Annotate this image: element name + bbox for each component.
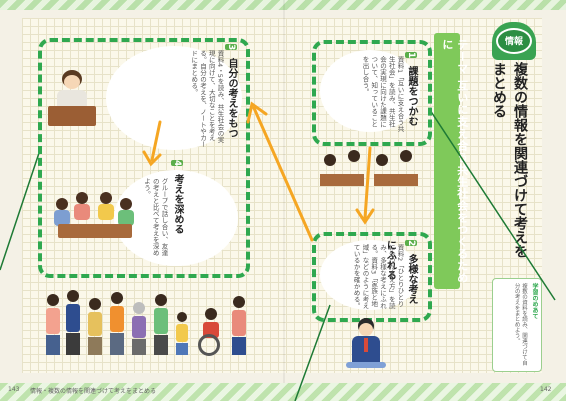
side-note-body: 複数の資料を読み、関連づけて自分の考えをまとめよう。 (513, 283, 527, 366)
step1-body: 資料1「互いに支え合う共生社会」を読み、共生社会の実現に向けた課題について、知っ… (360, 56, 404, 132)
step4-heading: 4 考えを深める (171, 160, 183, 235)
top-stripe (0, 0, 566, 10)
chapter-tab-label: 情報 (504, 37, 523, 47)
page-gutter (283, 0, 285, 401)
side-note-label: 学習のめあて (531, 283, 538, 319)
left-page-caption: 情報・複数の情報を関連づけて考えをまとめる (30, 388, 157, 395)
chapter-tab-badge: 情報 (492, 22, 536, 60)
speaker-illustration (346, 318, 386, 370)
side-note-box: 学習のめあて 複数の資料を読み、関連づけて自分の考えをまとめよう。 (492, 278, 542, 372)
step1-heading: 1 課題をつかむ (405, 52, 417, 127)
classroom-illustration (318, 150, 422, 198)
step3-4-box: 3 自分の考えをもつ 資料4・5を読み、共生社会の実現に向けて、大切なことを考え… (38, 38, 250, 278)
step2-body: 資料2「ひとりひとりに合った支え方」を読み、多様な考えにふれる。資料3「家族と地… (352, 244, 404, 309)
step2-box: 2 多様な考えにふれる 資料2「ひとりひとりに合った支え方」を読み、多様な考えに… (312, 232, 432, 322)
step4-body: グループで話し合い、友達の考えと比べて考えを深めよう。 (142, 178, 168, 256)
teacher-illustration (48, 70, 96, 130)
page-title: 複数の情報を関連づけて考えをまとめる (491, 62, 528, 258)
diverse-people-illustration (46, 288, 254, 358)
step3-heading: 3 自分の考えをもつ (225, 44, 237, 139)
left-page-number: 143 (8, 386, 20, 393)
right-page-number: 142 (540, 386, 552, 393)
students-discussion-illustration (52, 190, 136, 250)
step1-box: 1 課題をつかむ 資料1「互いに支え合う共生社会」を読み、共生社会の実現に向けた… (312, 40, 432, 146)
theme-banner: テーマ 互いに支え合う共生社会をつくるために (434, 33, 469, 289)
bottom-stripe (0, 383, 566, 401)
step3-body: 資料4・5を読み、共生社会の実現に向けて、大切なことを考える。自分の考えを、ノー… (189, 50, 224, 148)
step2-heading: 2 多様な考えにふれる (384, 240, 417, 305)
